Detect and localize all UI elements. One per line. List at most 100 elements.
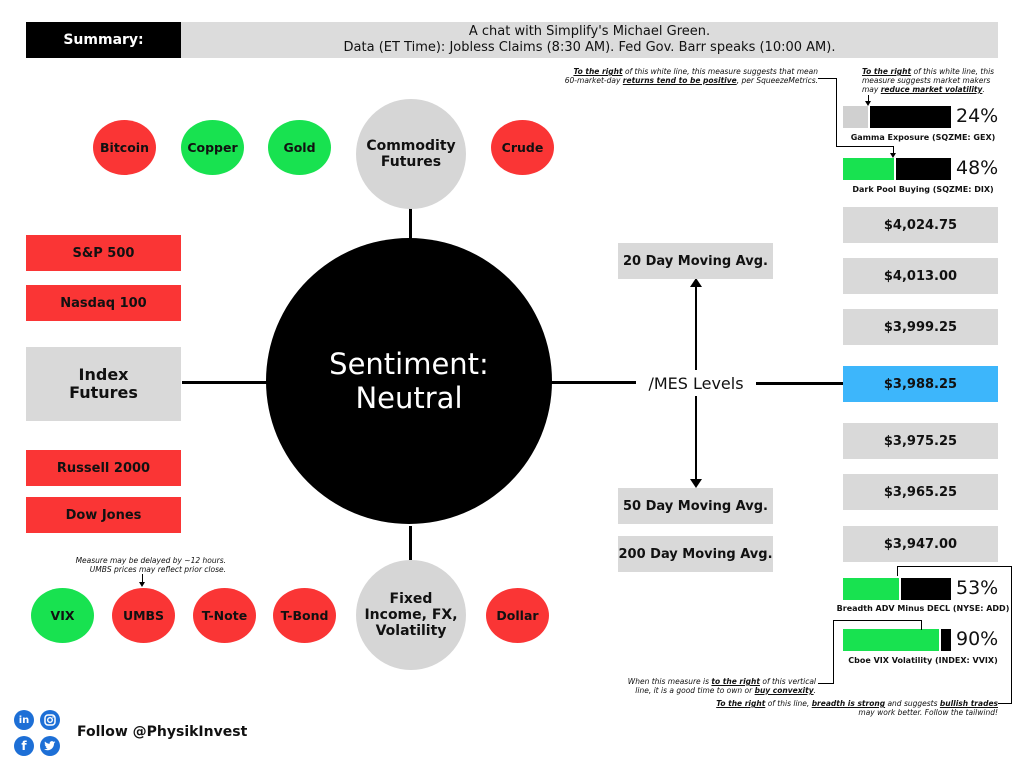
add-note-c: breadth is strong xyxy=(811,699,886,708)
fixed-hub-line-3: Volatility xyxy=(375,623,447,639)
umbs-note: Measure may be delayed by ~12 hours. UMB… xyxy=(56,556,226,574)
vvix-note-a: When this measure is xyxy=(627,677,712,686)
umbs-note-arrow-head xyxy=(139,582,145,587)
gauge-dix-pct: 48% xyxy=(956,157,999,179)
gex-note-e: reduce market volatility xyxy=(880,85,983,94)
level-6-value: $3,965.25 xyxy=(883,484,958,500)
gauge-vvix xyxy=(843,629,951,651)
index-hub-line-2: Futures xyxy=(69,383,138,402)
gex-note-arrow xyxy=(868,95,869,103)
level-7: $3,947.00 xyxy=(843,526,998,562)
vvix-note-b: to the right xyxy=(711,677,760,686)
connector-commodity xyxy=(409,208,412,242)
dix-note-arrow-head xyxy=(890,153,896,158)
gauge-add-caption: Breadth ADV Minus DECL (NYSE: ADD) xyxy=(836,604,1010,613)
gauge-add-pct: 53% xyxy=(956,577,999,599)
instagram-icon[interactable] xyxy=(40,710,60,730)
avg-200-day-label: 200 Day Moving Avg. xyxy=(618,546,773,562)
gauge-vvix-fill xyxy=(843,629,940,651)
level-3-value: $3,999.25 xyxy=(883,319,958,335)
gauge-dix-marker xyxy=(894,158,896,180)
arrow-down-head xyxy=(690,479,702,488)
gauge-add-marker xyxy=(899,578,901,600)
level-current-value: $3,988.25 xyxy=(883,376,958,392)
fixed-hub-line-1: Fixed xyxy=(389,591,433,607)
bubble-crude-label: Crude xyxy=(501,140,544,155)
dix-note-a: To the right xyxy=(573,67,623,76)
commodity-hub-line-1: Commodity xyxy=(366,138,456,154)
avg-20-day-label: 20 Day Moving Avg. xyxy=(623,253,768,269)
avg-200-day: 200 Day Moving Avg. xyxy=(618,536,773,572)
bubble-vix: VIX xyxy=(31,588,94,643)
gauge-add-fill xyxy=(843,578,900,600)
sentiment-line-1: Sentiment: xyxy=(329,347,489,381)
gauge-gex-caption: Gamma Exposure (SQZME: GEX) xyxy=(850,133,996,142)
linkedin-icon[interactable]: in xyxy=(14,710,34,730)
mes-label-text: /MES Levels xyxy=(648,373,744,393)
facebook-icon[interactable]: f xyxy=(14,736,34,756)
bubble-dollar-label: Dollar xyxy=(496,608,539,623)
dix-note-b: of this white line, this measure suggest… xyxy=(622,67,818,76)
add-note: To the right of this line, breadth is st… xyxy=(700,699,998,717)
vvix-note-e: buy convexity xyxy=(754,686,814,695)
bubble-tbond-label: T-Bond xyxy=(280,608,329,623)
mes-label: /MES Levels xyxy=(636,370,756,396)
gauge-vvix-caption: Cboe VIX Volatility (INDEX: VVIX) xyxy=(848,656,998,665)
bubble-copper: Copper xyxy=(181,120,244,175)
add-note-line-top xyxy=(897,566,1012,567)
add-note-line-h xyxy=(998,703,1012,704)
gex-note-d: may xyxy=(862,85,881,94)
gex-note-f: . xyxy=(982,85,985,94)
box-nasdaq100: Nasdaq 100 xyxy=(26,285,181,321)
gauge-add-remainder xyxy=(900,578,951,600)
box-sp500: S&P 500 xyxy=(26,235,181,271)
index-hub: Index Futures xyxy=(26,347,181,421)
level-5-value: $3,975.25 xyxy=(883,433,958,449)
vvix-note: When this measure is to the right of thi… xyxy=(600,677,816,695)
level-1: $4,024.75 xyxy=(843,207,998,243)
box-russell2000: Russell 2000 xyxy=(26,450,181,486)
add-note-e: bullish trades xyxy=(939,699,998,708)
dix-note-line-drop xyxy=(893,146,894,155)
level-3: $3,999.25 xyxy=(843,309,998,345)
gauge-add xyxy=(843,578,951,600)
dix-note-line-h2 xyxy=(836,146,894,147)
summary-label: Summary: xyxy=(26,22,181,58)
connector-mes-left xyxy=(550,381,636,384)
commodity-hub: Commodity Futures xyxy=(356,99,466,209)
add-note-b: of this line, xyxy=(765,699,812,708)
avg-50-day: 50 Day Moving Avg. xyxy=(618,488,773,524)
bubble-umbs-label: UMBS xyxy=(122,608,165,623)
gauge-vvix-marker xyxy=(939,629,941,651)
summary-label-text: Summary: xyxy=(63,32,144,48)
dix-note-d: returns tend to be positive xyxy=(622,76,737,85)
arrow-up-line xyxy=(695,282,697,370)
gex-note-b: of this white line, this xyxy=(911,67,995,76)
bubble-gold: Gold xyxy=(268,120,331,175)
bubble-crude: Crude xyxy=(491,120,554,175)
bubble-vix-label: VIX xyxy=(50,608,75,623)
follow-text[interactable]: Follow @PhysikInvest xyxy=(77,724,248,740)
dix-note-line-h xyxy=(818,78,836,79)
fixed-hub-line-2: Income, FX, xyxy=(364,607,458,623)
avg-50-day-label: 50 Day Moving Avg. xyxy=(623,498,768,514)
bubble-tnote-label: T-Note xyxy=(201,608,248,623)
arrow-down-line xyxy=(695,396,697,480)
umbs-note-arrow xyxy=(142,574,143,584)
avg-20-day: 20 Day Moving Avg. xyxy=(618,243,773,279)
dix-note-e: , per SqueezeMetrics. xyxy=(736,76,818,85)
dix-note: To the right of this white line, this me… xyxy=(560,67,818,85)
sentiment-line-2: Neutral xyxy=(355,381,463,415)
box-sp500-label: S&P 500 xyxy=(72,245,135,261)
add-note-a: To the right xyxy=(716,699,766,708)
gex-note-arrow-head xyxy=(865,101,871,106)
add-note-line-drop xyxy=(897,566,898,576)
add-note-f: may work better. Follow the tailwind! xyxy=(858,708,998,717)
twitter-icon[interactable] xyxy=(40,736,60,756)
vvix-note-f: . xyxy=(813,686,816,695)
vvix-note-line-top xyxy=(833,620,921,621)
bubble-tnote: T-Note xyxy=(193,588,256,643)
dix-note-line-v xyxy=(836,78,837,146)
gauge-gex-remainder xyxy=(869,106,951,128)
add-note-line-v xyxy=(1011,566,1012,704)
